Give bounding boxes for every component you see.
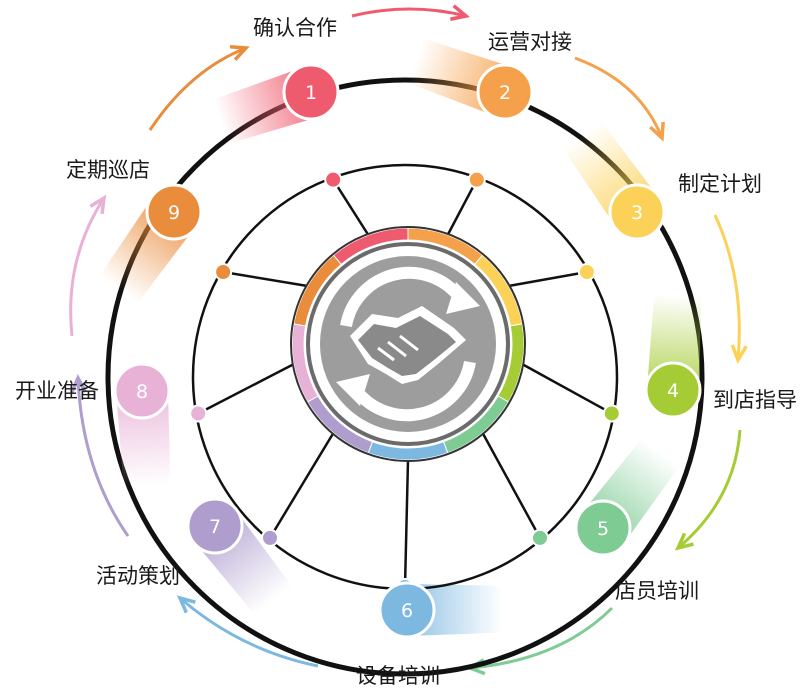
flow-arrow-5 (469, 606, 614, 670)
flow-arrowhead-4 (674, 532, 694, 551)
flow-arrow-2 (574, 56, 664, 139)
spoke-dot-9 (214, 263, 233, 281)
step-circle (574, 499, 632, 557)
flow-arrow-1 (351, 7, 467, 18)
step-label: 制定计划 (678, 172, 762, 196)
step-1: 1 确认合作 (253, 16, 340, 121)
flow-arrow-7 (76, 377, 130, 537)
flow-arrowhead-6 (176, 595, 196, 614)
flow-arrowhead-9 (229, 45, 250, 61)
spoke-dot-4 (602, 404, 621, 423)
step-circle (113, 362, 171, 420)
flow-arrows (69, 4, 748, 676)
step-label: 店员培训 (615, 579, 699, 603)
step-label: 运营对接 (488, 30, 572, 54)
flow-arrowhead-8 (89, 194, 107, 215)
spoke-1 (332, 178, 370, 236)
step-label: 设备培训 (356, 664, 440, 688)
spoke-9 (222, 270, 308, 288)
spoke-6 (403, 459, 410, 588)
spoke-dot-8 (189, 404, 208, 423)
step-3: 3 制定计划 (608, 172, 762, 241)
step-number: 9 (168, 202, 180, 224)
step-number: 3 (631, 202, 643, 224)
spoke-dot-2 (467, 170, 486, 189)
spoke-8 (197, 363, 295, 415)
step-label: 开业准备 (15, 379, 99, 403)
step-4: 4 到店指导 (644, 361, 797, 419)
step-number: 8 (136, 381, 148, 403)
flow-arrow-8 (69, 197, 106, 337)
step-circle (186, 497, 244, 555)
spoke-5 (481, 432, 542, 539)
step-9: 9 定期巡店 (66, 158, 203, 241)
segment-ring-outline (290, 226, 526, 462)
handshake-cycle-icon (320, 256, 496, 432)
step-number: 5 (597, 518, 609, 540)
step-label: 确认合作 (253, 16, 337, 40)
flow-arrow-3 (713, 214, 741, 361)
spokes (189, 170, 621, 596)
colored-segment-ring (290, 226, 526, 462)
steps: 1 确认合作 2 运营对接 3 制定计划 4 到店指导 5 店员培训 6 设备培训 7 活动策划 8 开业准备… (15, 16, 797, 688)
flow-arrow-9 (148, 46, 247, 131)
spoke-3 (508, 270, 588, 288)
step-number: 7 (209, 516, 221, 538)
flow-arrowhead-3 (730, 344, 748, 365)
spoke-7 (268, 432, 335, 539)
spoke-dot-3 (577, 263, 596, 281)
step-circle (608, 183, 666, 241)
step-number: 4 (667, 380, 679, 402)
flow-arrow-4 (677, 429, 742, 550)
step-circle (644, 361, 702, 419)
step-5: 5 店员培训 (574, 499, 699, 603)
step-circle (282, 63, 340, 121)
spoke-dot-7 (261, 528, 280, 547)
step-label: 定期巡店 (66, 158, 150, 182)
step-2: 2 运营对接 (476, 30, 572, 121)
step-number: 2 (499, 82, 511, 104)
spoke-dot-1 (324, 170, 343, 189)
step-circle (476, 63, 534, 121)
step-circle (145, 183, 203, 241)
segment-9 (293, 254, 342, 327)
flow-arrowhead-7 (70, 373, 88, 394)
step-label: 到店指导 (713, 388, 797, 412)
outer-ring (105, 77, 705, 677)
spoke-4 (521, 363, 613, 415)
flow-arrow-6 (179, 596, 319, 668)
step-number: 1 (305, 82, 317, 104)
step-number: 6 (401, 600, 413, 622)
step-label: 活动策划 (96, 564, 180, 588)
step-circle (378, 581, 436, 639)
spoke-2 (446, 179, 478, 236)
step-6: 6 设备培训 (356, 581, 440, 688)
step-7: 7 活动策划 (96, 497, 244, 588)
flow-arrowhead-1 (449, 4, 470, 21)
step-8: 8 开业准备 (15, 362, 171, 420)
flow-arrowhead-2 (649, 121, 665, 142)
spoke-dot-5 (530, 528, 549, 547)
